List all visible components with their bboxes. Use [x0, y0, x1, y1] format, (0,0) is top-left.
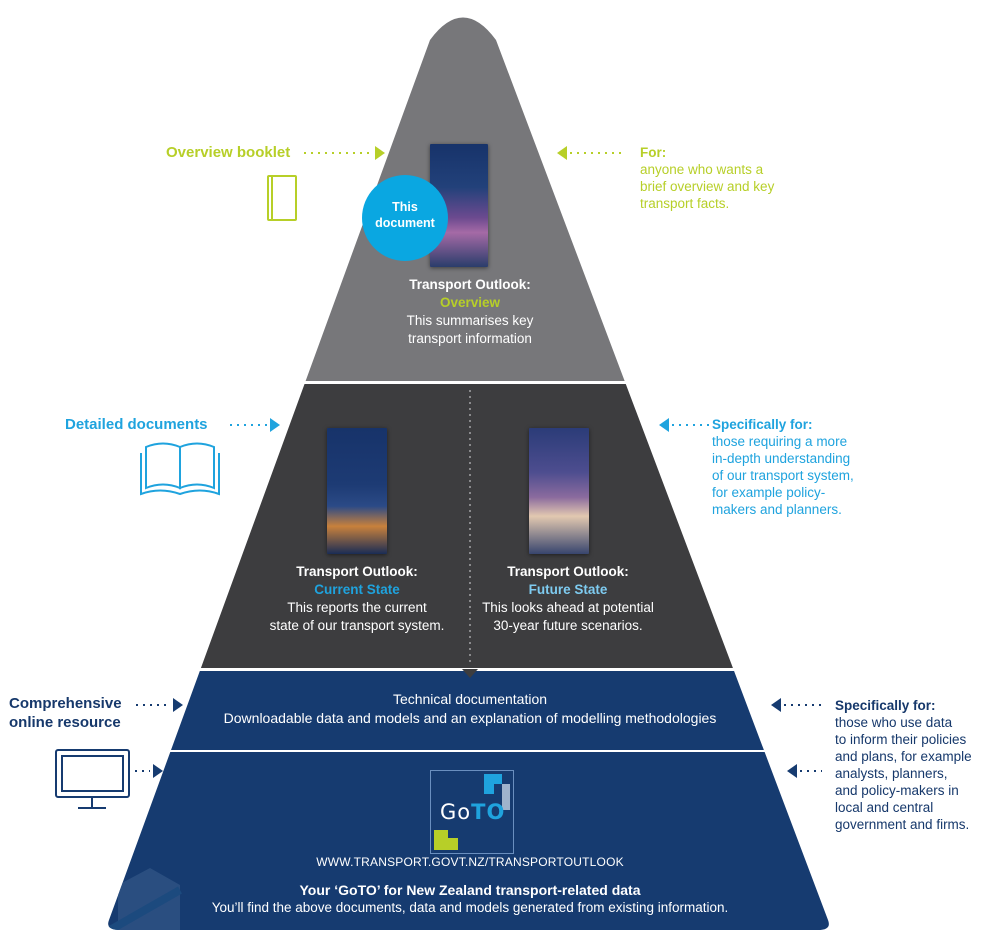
- overview-arrow-left: [557, 146, 567, 160]
- future-state-cover-image: [529, 428, 589, 554]
- current-state-desc-2: state of our transport system.: [269, 618, 445, 633]
- online-arrow-left-1: [771, 698, 781, 712]
- overview-booklet-label: Overview booklet: [166, 144, 291, 161]
- online-label-line1: Comprehensive: [9, 695, 122, 712]
- goto-logo: GoTO: [430, 770, 514, 854]
- online-for-line-4: analysts, planners,: [835, 766, 948, 781]
- detailed-arrow-left: [659, 418, 669, 432]
- goto-tier-band: [108, 752, 829, 930]
- detailed-for-line-1: those requiring a more: [712, 434, 848, 449]
- badge-line1: This: [392, 200, 418, 214]
- current-state-desc-1: This reports the current: [287, 600, 427, 615]
- detailed-arrow-right: [270, 418, 280, 432]
- detailed-for-block: Specifically for: those requiring a more…: [712, 416, 854, 518]
- goto-logo-to: TO: [471, 800, 506, 824]
- online-arrow-right-1: [173, 698, 183, 712]
- online-for-line-6: local and central: [835, 800, 934, 815]
- technical-doc-desc: Downloadable data and models and an expl…: [223, 710, 717, 726]
- monitor-icon: [55, 749, 130, 809]
- online-arrow-right-2: [153, 764, 163, 778]
- goto-url[interactable]: WWW.TRANSPORT.GOVT.NZ/TRANSPORTOUTLOOK: [316, 855, 624, 869]
- goto-tagline: Your ‘GoTO’ for New Zealand transport-re…: [299, 882, 641, 898]
- detailed-for-line-4: for example policy-: [712, 485, 826, 500]
- detailed-documents-label: Detailed documents: [65, 416, 208, 433]
- online-for-line-3: and plans, for example: [835, 749, 972, 764]
- future-state-doc-subtitle: Future State: [528, 582, 608, 597]
- current-state-cover-image: [327, 428, 387, 554]
- future-state-doc-text: Transport Outlook: Future State This loo…: [468, 563, 668, 635]
- goto-tagline-block: Your ‘GoTO’ for New Zealand transport-re…: [150, 881, 790, 917]
- overview-for-line-3: transport facts.: [640, 196, 730, 211]
- overview-doc-desc-2: transport information: [408, 331, 532, 346]
- overview-doc-title: Transport Outlook:: [409, 277, 531, 292]
- online-resource-label: Comprehensive online resource: [9, 694, 122, 732]
- goto-logo-go: Go: [440, 800, 472, 824]
- technical-tier-band: [108, 671, 829, 750]
- overview-doc-desc-1: This summarises key: [406, 313, 534, 328]
- overview-for-heading: For:: [640, 145, 667, 160]
- overview-for-block: For: anyone who wants a brief overview a…: [640, 144, 774, 212]
- goto-tagline-desc: You’ll find the above documents, data an…: [211, 900, 729, 915]
- this-document-badge: This document: [362, 175, 448, 261]
- current-state-doc-text: Transport Outlook: Current State This re…: [262, 563, 452, 635]
- online-for-line-1: those who use data: [835, 715, 953, 730]
- overview-for-line-1: anyone who wants a: [640, 162, 764, 177]
- badge-line2: document: [375, 216, 435, 230]
- detailed-for-line-2: in-depth understanding: [712, 451, 851, 466]
- overview-arrow-right: [375, 146, 385, 160]
- online-label-line2: online resource: [9, 714, 121, 731]
- overview-for-line-2: brief overview and key: [640, 179, 775, 194]
- online-for-line-5: and policy-makers in: [835, 783, 959, 798]
- detailed-for-line-3: of our transport system,: [712, 468, 854, 483]
- overview-doc-subtitle: Overview: [439, 295, 501, 310]
- future-state-desc-1: This looks ahead at potential: [482, 600, 654, 615]
- future-state-desc-2: 30-year future scenarios.: [493, 618, 643, 633]
- open-book-icon: [140, 442, 220, 496]
- online-for-heading: Specifically for:: [835, 698, 936, 713]
- online-arrow-left-2: [787, 764, 797, 778]
- detailed-for-line-5: makers and planners.: [712, 502, 842, 517]
- booklet-icon: [267, 175, 297, 221]
- online-for-block: Specifically for: those who use data to …: [835, 697, 972, 833]
- current-state-doc-title: Transport Outlook:: [296, 564, 418, 579]
- tier-notch: [462, 669, 478, 678]
- goto-logo-accents: [434, 774, 510, 850]
- technical-doc-title: Technical documentation: [392, 691, 548, 707]
- overview-doc-text: Transport Outlook: Overview This summari…: [370, 276, 570, 348]
- future-state-doc-title: Transport Outlook:: [507, 564, 629, 579]
- current-state-doc-subtitle: Current State: [314, 582, 400, 597]
- online-for-line-7: government and firms.: [835, 817, 970, 832]
- detailed-for-heading: Specifically for:: [712, 417, 813, 432]
- technical-doc-block: Technical documentation Downloadable dat…: [180, 690, 760, 728]
- online-for-line-2: to inform their policies: [835, 732, 967, 747]
